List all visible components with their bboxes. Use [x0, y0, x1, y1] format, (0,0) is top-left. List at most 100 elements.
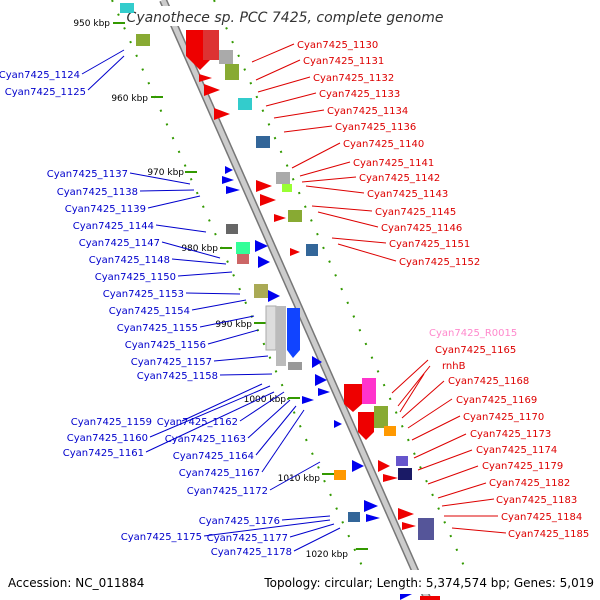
gene-box — [226, 224, 238, 234]
leader-line — [247, 399, 291, 439]
map-title: Cyanothece sp. PCC 7425, complete genome — [127, 10, 444, 26]
leader-line — [265, 92, 317, 107]
gene-label[interactable]: Cyan7425_1154 — [109, 306, 190, 317]
gene-arrow — [214, 108, 230, 120]
gene-box — [288, 362, 302, 370]
gene-label[interactable]: Cyan7425_1144 — [73, 221, 154, 232]
tick-label: 1020 kbp — [306, 550, 349, 560]
gene-arrow — [366, 514, 380, 522]
leader-line — [413, 433, 467, 459]
gene-label[interactable]: Cyan7425_1164 — [173, 451, 254, 462]
leader-line — [411, 415, 461, 441]
gene-label[interactable]: Cyan7425_1161 — [63, 448, 144, 459]
gene-label[interactable]: Cyan7425_1174 — [476, 445, 557, 456]
gene-label[interactable]: Cyan7425_1178 — [211, 547, 292, 558]
gene-label[interactable]: Cyan7425_1130 — [297, 40, 378, 51]
gene-label[interactable]: Cyan7425_1138 — [57, 187, 138, 198]
leader-line — [155, 224, 207, 233]
gene-arrow — [344, 384, 362, 412]
gene-label[interactable]: Cyan7425_1163 — [165, 434, 246, 445]
gene-label[interactable]: Cyan7425_1173 — [470, 429, 551, 440]
leader-line — [219, 373, 273, 376]
leader-line — [161, 241, 221, 259]
left-feature-track — [120, 3, 412, 600]
gene-arrow — [258, 256, 270, 268]
leader-line — [293, 527, 341, 552]
gene-label[interactable]: Cyan7425_1147 — [79, 238, 160, 249]
gene-label[interactable]: Cyan7425_1148 — [89, 255, 170, 266]
gene-label[interactable]: Cyan7425_1145 — [375, 207, 456, 218]
gene-label[interactable]: Cyan7425_1131 — [303, 56, 384, 67]
leader-line — [255, 405, 297, 456]
gene-label[interactable]: Cyan7425_1162 — [157, 417, 238, 428]
gene-label[interactable]: Cyan7425_1153 — [103, 289, 184, 300]
leader-line — [427, 465, 479, 485]
gene-label[interactable]: Cyan7425_1158 — [137, 371, 218, 382]
gene-label[interactable]: Cyan7425_1160 — [67, 433, 148, 444]
gene-box — [348, 512, 360, 522]
gene-arrow — [402, 522, 416, 530]
gene-label[interactable]: Cyan7425_R0015 — [429, 328, 517, 339]
gene-label[interactable]: Cyan7425_1152 — [399, 257, 480, 268]
gene-label[interactable]: Cyan7425_1159 — [71, 417, 152, 428]
gene-arrow — [318, 388, 330, 396]
gene-label[interactable]: Cyan7425_1139 — [65, 204, 146, 215]
gene-label[interactable]: Cyan7425_1177 — [207, 533, 288, 544]
gene-label[interactable]: Cyan7425_1172 — [187, 486, 268, 497]
gene-label[interactable]: Cyan7425_1185 — [508, 529, 589, 540]
leader-line — [139, 189, 195, 192]
gene-label[interactable]: Cyan7425_1169 — [456, 395, 537, 406]
gene-label[interactable]: Cyan7425_1137 — [47, 169, 128, 180]
gene-arrow — [222, 176, 234, 184]
leader-line — [289, 523, 335, 538]
gene-box — [265, 305, 277, 351]
gene-arrow — [378, 460, 390, 472]
gene-label[interactable]: Cyan7425_1151 — [389, 239, 470, 250]
leader-line — [213, 355, 269, 362]
gene-label[interactable]: Cyan7425_1136 — [335, 122, 416, 133]
gene-label[interactable]: Cyan7425_1134 — [327, 106, 408, 117]
gene-label[interactable]: Cyan7425_1155 — [117, 323, 198, 334]
gene-arrow — [334, 420, 342, 428]
gene-arrow — [420, 596, 440, 600]
gene-label[interactable]: Cyan7425_1140 — [343, 139, 424, 150]
leader-line — [273, 109, 325, 119]
gene-label[interactable]: Cyan7425_1179 — [482, 461, 563, 472]
gene-label[interactable]: Cyan7425_1182 — [489, 478, 570, 489]
gene-label[interactable]: Cyan7425_1125 — [5, 87, 86, 98]
gene-label[interactable]: Cyan7425_1167 — [179, 468, 260, 479]
leader-line — [407, 398, 453, 429]
gene-label[interactable]: Cyan7425_1168 — [448, 376, 529, 387]
gene-label[interactable]: Cyan7425_1141 — [353, 158, 434, 169]
gene-label[interactable]: Cyan7425_1157 — [131, 357, 212, 368]
gene-arrow — [268, 290, 280, 302]
gene-label[interactable]: Cyan7425_1175 — [121, 532, 202, 543]
gene-label[interactable]: Cyan7425_1183 — [496, 495, 577, 506]
gene-box — [282, 184, 292, 192]
gene-arrow — [204, 84, 220, 96]
gene-label[interactable]: Cyan7425_1170 — [463, 412, 544, 423]
gene-label[interactable]: Cyan7425_1165 — [435, 345, 516, 356]
gene-arrow — [260, 194, 276, 206]
gene-box — [120, 3, 134, 13]
gene-label[interactable]: Cyan7425_1132 — [313, 73, 394, 84]
leader-line — [181, 383, 263, 422]
gene-label[interactable]: Cyan7425_1156 — [125, 340, 206, 351]
gene-arrow — [358, 412, 374, 440]
gene-label[interactable]: Cyan7425_1143 — [367, 189, 448, 200]
gene-label[interactable]: Cyan7425_1176 — [199, 516, 280, 527]
gene-label[interactable]: rnhB — [442, 361, 466, 372]
leader-line — [417, 449, 473, 471]
leader-line — [147, 195, 201, 209]
accession-text: Accession: NC_011884 — [8, 576, 144, 590]
leader-line — [191, 299, 247, 311]
gene-label[interactable]: Cyan7425_1146 — [381, 223, 462, 234]
gene-label[interactable]: Cyan7425_1184 — [501, 512, 582, 523]
gene-label[interactable]: Cyan7425_1142 — [359, 173, 440, 184]
gene-box — [398, 468, 412, 480]
gene-label[interactable]: Cyan7425_1124 — [0, 70, 80, 81]
gene-label[interactable]: Cyan7425_1150 — [95, 272, 176, 283]
tick-label: 980 kbp — [181, 244, 218, 254]
gene-label[interactable]: Cyan7425_1133 — [319, 89, 400, 100]
leader-line — [177, 271, 233, 277]
